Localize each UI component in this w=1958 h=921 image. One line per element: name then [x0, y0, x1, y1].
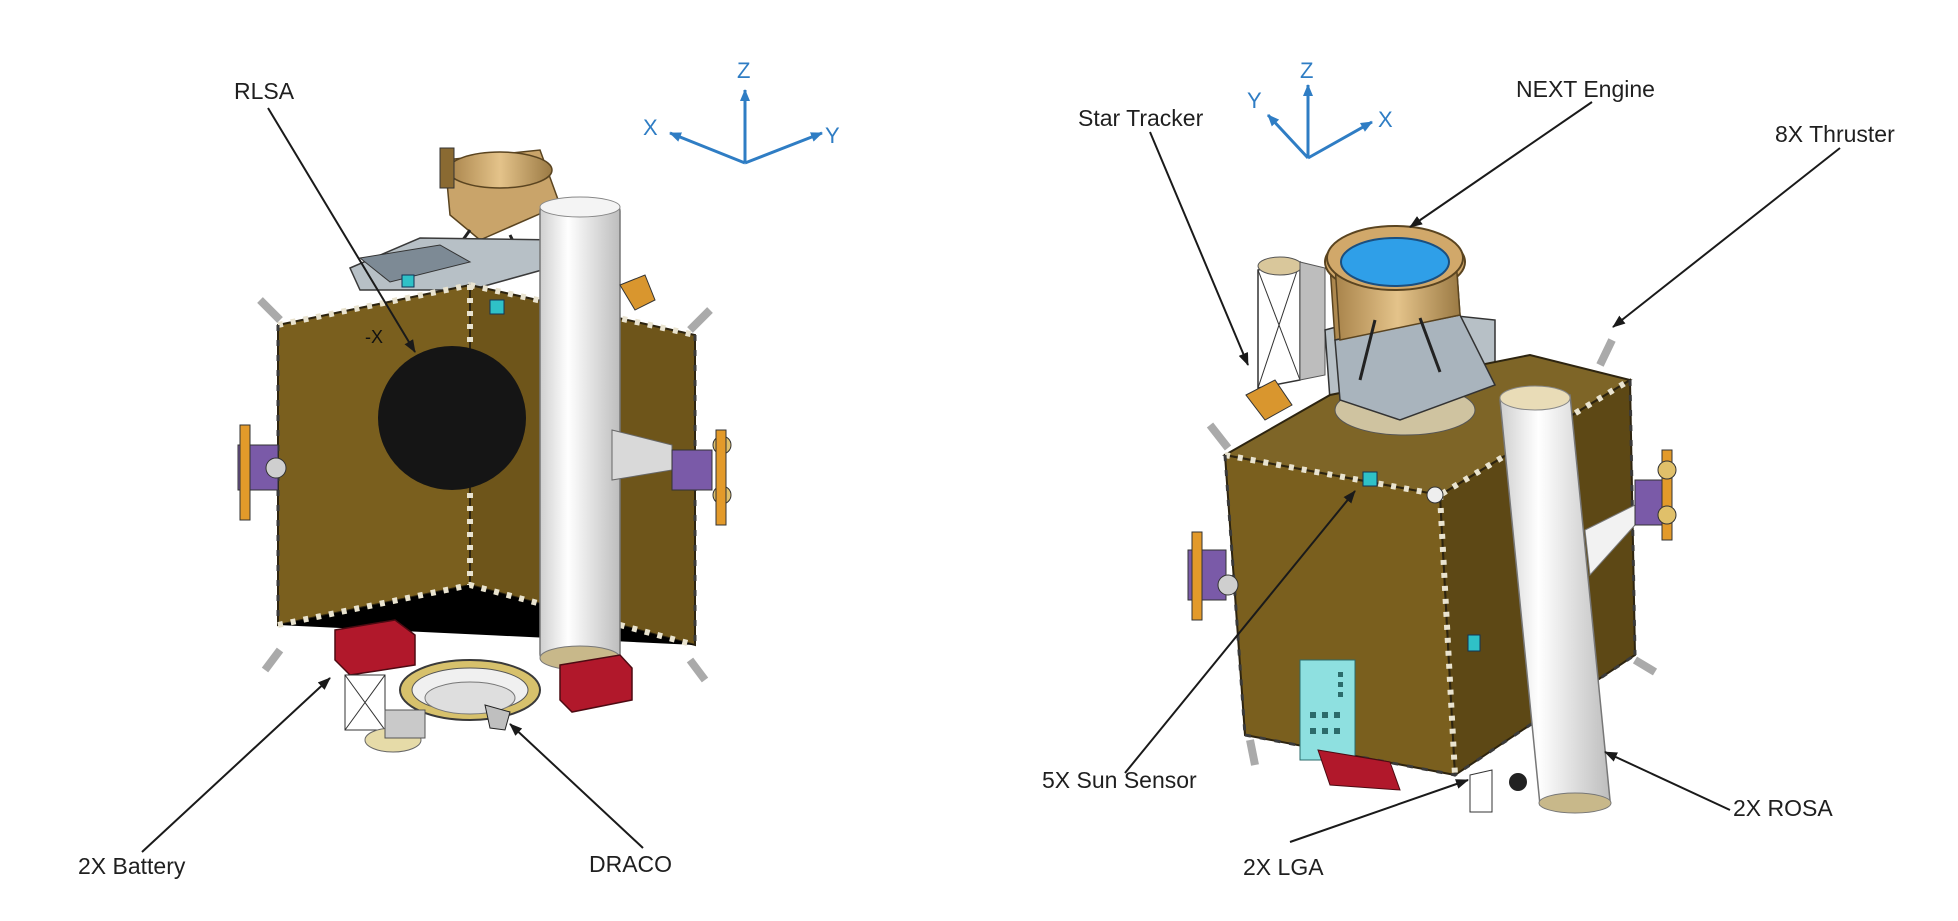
label-rosa: 2X ROSA: [1733, 795, 1833, 821]
right-axis-y: Y: [1247, 88, 1262, 113]
label-star-tracker: Star Tracker: [1078, 105, 1204, 131]
right-axis-z: Z: [1300, 58, 1313, 83]
label-battery: 2X Battery: [78, 853, 186, 879]
radiator-panel: [1299, 659, 1356, 761]
left-bracket-right: [671, 429, 732, 526]
left-antenna-dish: [439, 147, 561, 266]
star-tracker: [1245, 256, 1326, 421]
label-draco: DRACO: [589, 851, 673, 877]
left-spacecraft: -X: [237, 147, 732, 753]
leader-star-tracker: [1149, 131, 1249, 366]
leader-rlsa: [267, 107, 416, 353]
face-marker: -X: [365, 327, 383, 347]
label-thruster: 8X Thruster: [1775, 121, 1895, 147]
label-next-engine: NEXT Engine: [1516, 76, 1655, 102]
rlsa-disk: [378, 346, 526, 490]
leader-battery: [141, 677, 331, 853]
left-axis-z: Z: [737, 58, 750, 83]
left-bracket-left: [237, 424, 287, 521]
battery-right: [559, 654, 633, 713]
draco: [484, 704, 511, 731]
label-sun-sensor: 5X Sun Sensor: [1042, 767, 1197, 793]
leader-rosa: [1604, 751, 1731, 811]
right-axes-triad: Z Y X: [1247, 58, 1393, 160]
right-rosa-cylinder: [1499, 385, 1612, 814]
battery-left: [334, 619, 416, 676]
left-axis-y: Y: [825, 123, 840, 148]
sun-sensor: [1362, 471, 1378, 487]
right-bracket-left: [1187, 531, 1239, 621]
right-spacecraft: [1187, 225, 1677, 814]
leader-thruster: [1612, 147, 1841, 328]
left-axis-x: X: [643, 115, 658, 140]
leader-lga: [1289, 779, 1469, 843]
right-bracket-right: [1634, 449, 1677, 541]
left-axes-triad: Z X Y: [643, 58, 840, 165]
leader-draco: [509, 723, 644, 849]
lga: [1469, 769, 1493, 813]
left-rosa-cylinder: [539, 196, 621, 671]
label-lga: 2X LGA: [1243, 854, 1324, 880]
leader-sun-sensor: [1124, 490, 1356, 774]
right-axis-x: X: [1378, 107, 1393, 132]
leader-next-engine: [1409, 101, 1593, 228]
label-rlsa: RLSA: [234, 78, 295, 104]
